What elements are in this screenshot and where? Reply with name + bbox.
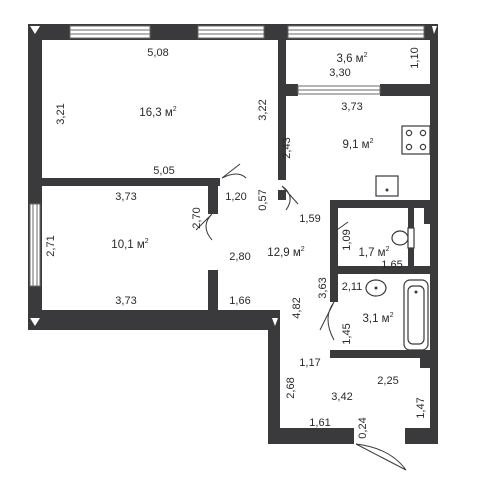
- kitchen-area: 9,1 м2: [343, 138, 374, 151]
- washbasin-icon: [365, 279, 387, 297]
- small-room-area: 10,1 м2: [111, 238, 148, 251]
- corridor-dim-7: 3,63: [317, 277, 329, 298]
- bath-area: 3,1 м2: [363, 312, 394, 325]
- corridor-dim-12: 0,24: [357, 417, 369, 438]
- big-room-left-dim: 3,21: [55, 103, 67, 124]
- small-room-bottom-dim: 3,73: [115, 295, 136, 307]
- door-kitchen: [281, 185, 299, 211]
- corridor-dim-4: 1,59: [299, 213, 320, 225]
- room-balcony: 3,6 м2 3,30 1,10: [329, 47, 421, 79]
- balcony-area: 3,6 м2: [337, 52, 368, 65]
- small-room-top-dim: 3,73: [115, 191, 136, 203]
- doors: [195, 163, 407, 471]
- toilet-icon: [391, 227, 415, 249]
- corridor-dim-6: 4,82: [291, 297, 303, 318]
- big-room-top-dim: 5,08: [147, 47, 168, 59]
- entry-right-dim: 1,47: [415, 397, 427, 418]
- wc-area: 1,7 м2: [359, 246, 390, 259]
- window-left: [29, 203, 41, 287]
- corridor-area: 12,9 м2: [267, 246, 304, 259]
- stove-icon: [401, 125, 431, 155]
- kitchen-left-dim: 2,43: [281, 137, 293, 158]
- wall-markers: [30, 26, 437, 326]
- windows: [29, 25, 425, 287]
- corridor-dim-1: 1,20: [225, 191, 246, 203]
- window-balcony: [287, 25, 425, 39]
- corridor-dim-9: 2,68: [285, 377, 297, 398]
- window-top-right: [197, 25, 265, 39]
- room-entry: 2,25 1,47: [377, 375, 427, 419]
- door-wc: [333, 221, 349, 233]
- entry-width-dim: 2,25: [377, 375, 398, 387]
- room-big: 5,08 16,3 м2 3,21 3,22 5,05: [55, 47, 269, 177]
- door-entrance: [355, 443, 407, 471]
- door-small-room: [195, 213, 213, 241]
- wc-height-dim: 1,09: [341, 229, 353, 250]
- balcony-width-dim: 3,30: [329, 67, 350, 79]
- corridor-dim-11: 1,61: [309, 417, 330, 429]
- big-room-right-dim: 3,22: [257, 99, 269, 120]
- bathtub-icon: [403, 279, 429, 351]
- room-wc: 1,09 1,7 м2 1,65: [341, 229, 403, 271]
- kitchen-top-dim: 3,73: [341, 101, 362, 113]
- corridor-dim-10: 3,42: [331, 391, 352, 403]
- corridor-dim-5: 1,66: [229, 295, 250, 307]
- corridor-dim-3: 2,80: [229, 251, 250, 263]
- door-big-room: [221, 163, 247, 179]
- room-small: 3,73 10,1 м2 2,71 2,70 3,73: [45, 191, 203, 307]
- corridor-dim-2: 0,57: [257, 189, 269, 210]
- window-top: [69, 25, 151, 39]
- room-corridor: 1,20 0,57 2,80 1,59 12,9 м2 1,66 4,82 3,…: [225, 189, 369, 438]
- bath-top-dim: 2,11: [342, 281, 363, 293]
- big-room-bottom-dim: 5,05: [153, 165, 174, 177]
- door-bath: [319, 301, 335, 341]
- balcony-depth-dim: 1,10: [409, 47, 421, 68]
- sink-icon: [375, 175, 399, 197]
- room-kitchen: 3,73 9,1 м2 2,43: [281, 101, 374, 159]
- corridor-dim-8: 1,17: [299, 357, 320, 369]
- wc-width-dim: 1,65: [381, 259, 402, 271]
- bath-left-dim: 1,45: [341, 323, 353, 344]
- small-room-right-dim: 2,70: [191, 207, 203, 228]
- small-room-left-dim: 2,71: [45, 235, 57, 256]
- room-bath: 2,11 3,1 м2 1,45: [341, 281, 394, 345]
- big-room-area: 16,3 м2: [139, 106, 176, 119]
